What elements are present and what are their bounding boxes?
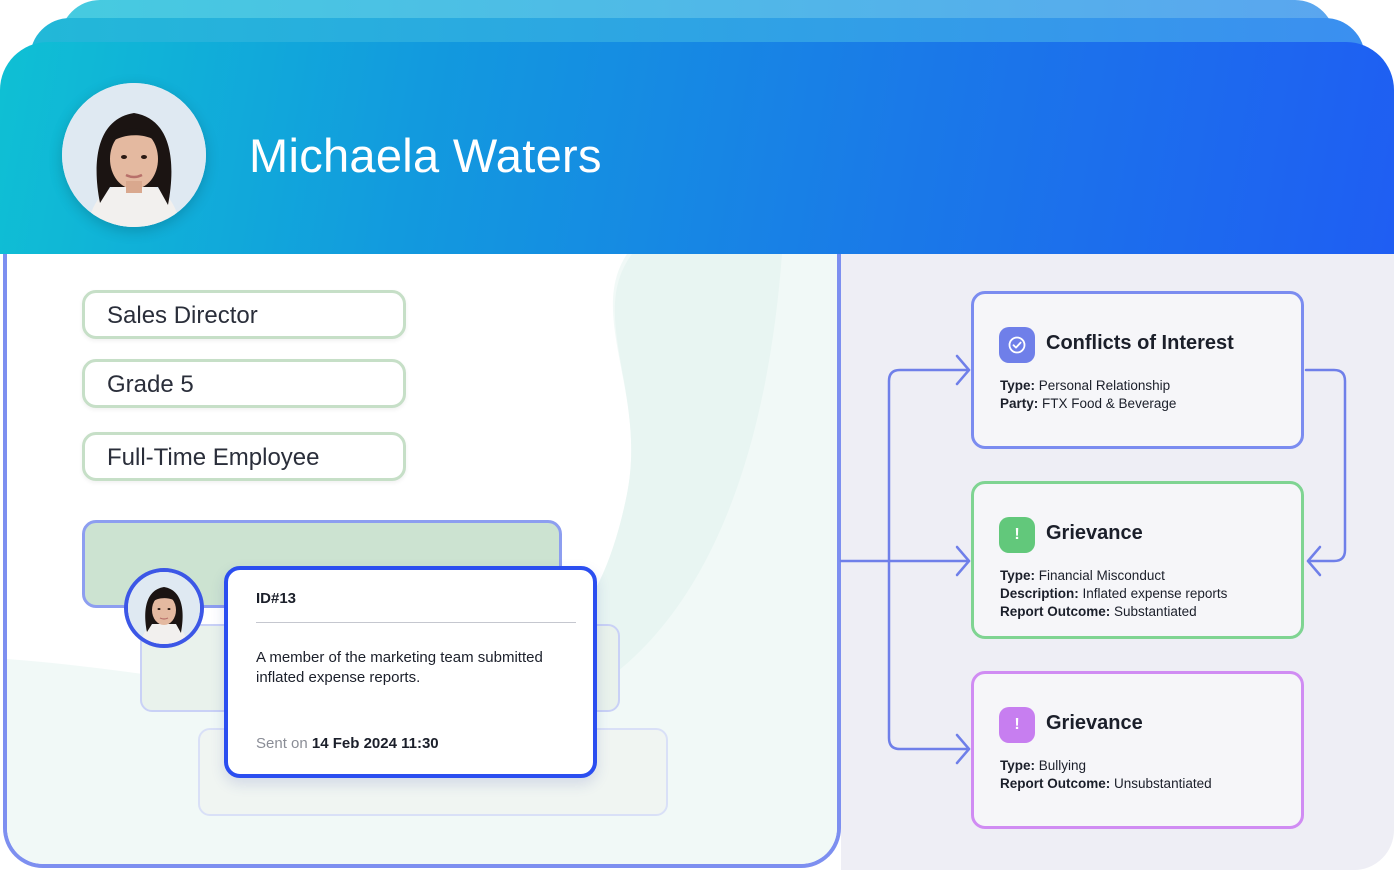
report-sent-info: Sent on 14 Feb 2024 11:30 — [256, 735, 439, 752]
person-portrait-icon — [128, 572, 200, 644]
case-title: Grievance — [1046, 712, 1143, 734]
case-details: Type: Financial Misconduct Description: … — [1000, 567, 1227, 621]
job-title-tag: Sales Director — [82, 290, 406, 339]
field-value: Inflated expense reports — [1082, 586, 1228, 601]
check-circle-icon — [999, 327, 1035, 363]
exclamation-icon: ! — [999, 517, 1035, 553]
field-value: FTX Food & Beverage — [1042, 396, 1177, 411]
report-id: ID#13 — [256, 590, 297, 607]
field-value: Financial Misconduct — [1038, 568, 1165, 583]
field-label: Report Outcome: — [1000, 776, 1111, 791]
field-value: Unsubstantiated — [1114, 776, 1212, 791]
case-card-grievance-financial[interactable]: ! Grievance Type: Financial Misconduct D… — [971, 481, 1304, 639]
case-title: Grievance — [1046, 522, 1143, 544]
case-details: Type: Personal Relationship Party: FTX F… — [1000, 377, 1176, 413]
employment-type-tag: Full-Time Employee — [82, 432, 406, 481]
field-label: Type: — [1000, 568, 1036, 583]
profile-name: Michaela Waters — [249, 129, 602, 182]
exclamation-icon: ! — [999, 707, 1035, 743]
case-card-conflicts-of-interest[interactable]: Conflicts of Interest Type: Personal Rel… — [971, 291, 1304, 449]
field-value: Substantiated — [1114, 604, 1197, 619]
field-label: Party: — [1000, 396, 1039, 411]
case-card-grievance-bullying[interactable]: ! Grievance Type: Bullying Report Outcom… — [971, 671, 1304, 829]
profile-header — [0, 42, 1394, 254]
field-label: Type: — [1000, 758, 1036, 773]
report-message-text: A member of the marketing team submitted… — [256, 649, 543, 686]
grade-tag: Grade 5 — [82, 359, 406, 408]
field-label: Type: — [1000, 378, 1036, 393]
report-message-card[interactable]: ID#13 A member of the marketing team sub… — [224, 566, 597, 778]
sent-label: Sent on — [256, 735, 308, 752]
field-value: Personal Relationship — [1038, 378, 1171, 393]
profile-avatar[interactable] — [62, 83, 206, 227]
field-value: Bullying — [1038, 758, 1087, 773]
case-title: Conflicts of Interest — [1046, 332, 1234, 354]
sent-timestamp: 14 Feb 2024 11:30 — [311, 735, 439, 752]
reporter-avatar[interactable] — [124, 568, 204, 648]
divider — [256, 622, 576, 623]
case-details: Type: Bullying Report Outcome: Unsubstan… — [1000, 757, 1212, 793]
field-label: Description: — [1000, 586, 1079, 601]
person-portrait-icon — [62, 83, 206, 227]
field-label: Report Outcome: — [1000, 604, 1111, 619]
